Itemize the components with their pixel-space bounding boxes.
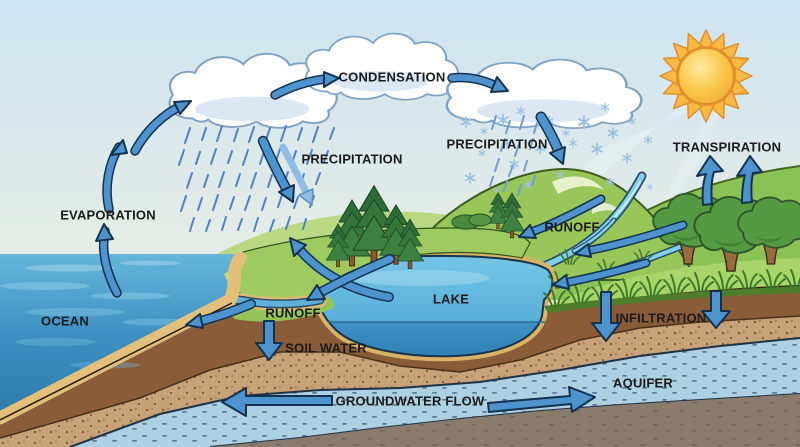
- bush-icon: [451, 213, 492, 230]
- label-evaporation: EVAPORATION: [60, 207, 156, 223]
- infiltration-arrow: [591, 290, 731, 342]
- transpiration-arrow: [696, 155, 763, 206]
- label-precipitation-rain: PRECIPITATION: [301, 151, 403, 167]
- evaporation-arrow: [95, 100, 192, 298]
- label-runoff-coast: RUNOFF: [265, 305, 321, 321]
- soil-water-arrow: [255, 320, 283, 361]
- runoff-mountain-arrow: [518, 194, 688, 290]
- label-soil-water: SOIL WATER: [285, 340, 367, 356]
- label-aquifer: AQUIFER: [613, 375, 673, 391]
- rain-icon: [178, 125, 335, 232]
- cloud-icon: [168, 32, 643, 130]
- sun-icon: [659, 29, 753, 123]
- runoff-coast-arrow: [185, 254, 395, 329]
- label-lake: LAKE: [432, 291, 470, 307]
- label-ocean: OCEAN: [41, 313, 89, 329]
- ocean: [0, 254, 242, 420]
- lake: [312, 250, 558, 362]
- label-runoff-mountain: RUNOFF: [544, 219, 600, 235]
- precipitation-snow-arrow: [535, 111, 566, 165]
- grass-strip: [544, 286, 800, 313]
- sandy-layer: [0, 315, 800, 447]
- precipitation-rain-arrow: [257, 135, 314, 206]
- groundwater-flow-arrow: [221, 386, 596, 417]
- beach: [0, 251, 247, 425]
- condensation-arrow: [270, 71, 509, 100]
- label-groundwater-flow: GROUNDWATER FLOW: [335, 393, 485, 409]
- label-infiltration: INFILTRATION: [615, 310, 707, 326]
- bedrock-layer: [210, 394, 800, 447]
- label-condensation: CONDENSATION: [338, 69, 446, 85]
- label-transpiration: TRANSPIRATION: [672, 139, 782, 155]
- label-precipitation-snow: PRECIPITATION: [446, 136, 548, 152]
